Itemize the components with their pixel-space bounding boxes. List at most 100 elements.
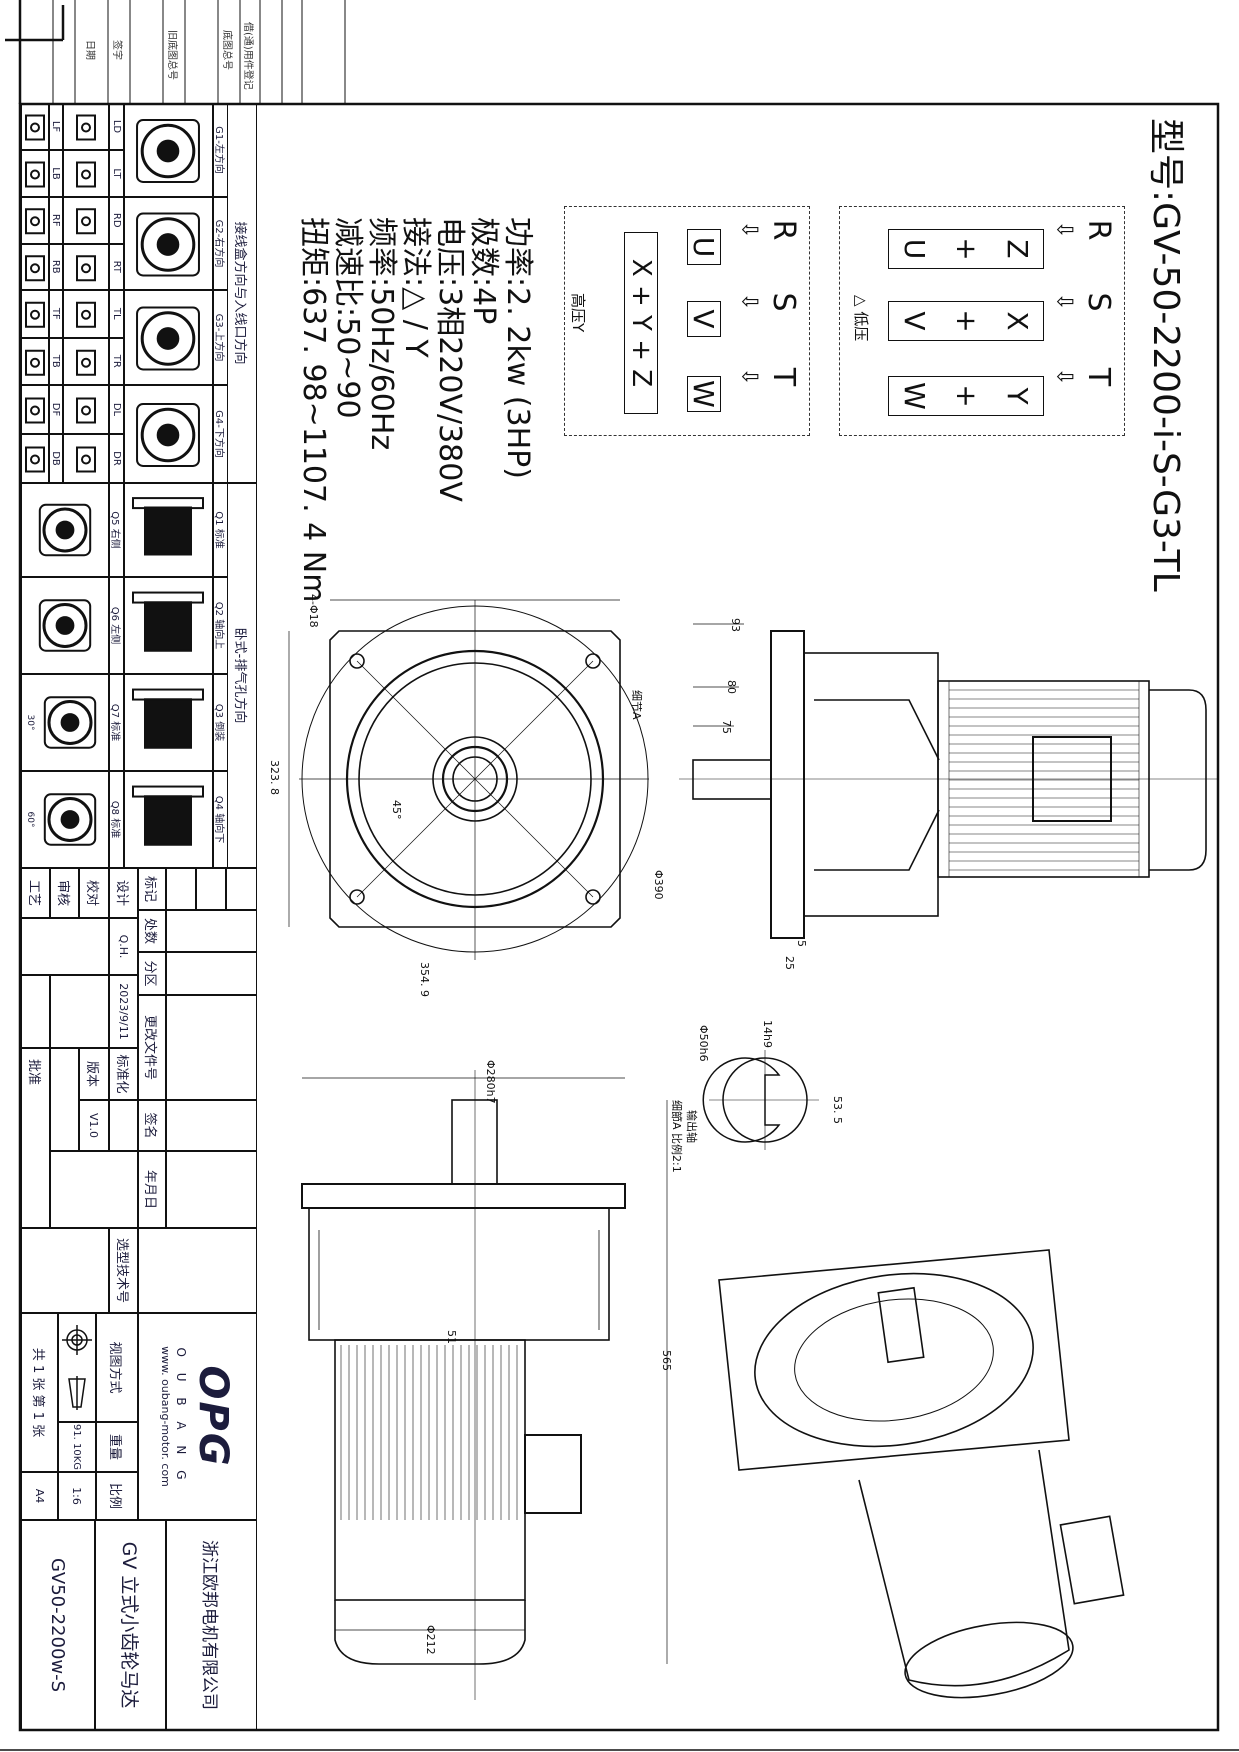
delta-wiring-box: R S T ⇦ ⇦ ⇦ Z+U X+V Y+W △ 低压 bbox=[839, 206, 1125, 436]
product-name: GV 立式小齿轮马达 bbox=[95, 1520, 166, 1730]
strip-date: 日期 bbox=[84, 40, 95, 60]
tb-mark: 标记 bbox=[138, 868, 166, 910]
arrow-icon: ⇦ bbox=[1056, 217, 1075, 243]
projection-cone-icon bbox=[68, 1376, 86, 1411]
delta-terminal-1: Z+U bbox=[888, 229, 1044, 269]
orientation-g-box bbox=[63, 150, 109, 197]
orientation-q-sub: Q5 右侧 bbox=[109, 483, 124, 577]
dim-323: 323. 8 bbox=[268, 760, 281, 795]
dim-detail-a: 细节A bbox=[630, 690, 643, 720]
delta-caption: △ 低压 bbox=[852, 295, 870, 342]
dim-565: 565 bbox=[660, 1350, 673, 1371]
junction-box-icon bbox=[25, 301, 45, 328]
line-t: T bbox=[1081, 367, 1116, 387]
orientation-g-drawing bbox=[124, 290, 213, 385]
orientation-g-drawing bbox=[124, 103, 213, 197]
tb-approve: 批准 bbox=[21, 1048, 50, 1228]
orientation-q-side-drawing bbox=[124, 577, 213, 674]
title-block-empty-cell bbox=[196, 868, 226, 910]
orientation-g-box bbox=[21, 243, 49, 290]
orientation-g-label: RD bbox=[109, 197, 124, 244]
junction-box-icon bbox=[76, 349, 96, 376]
junction-box-icon bbox=[25, 446, 45, 473]
orientation-q-sub: Q7 标准 bbox=[109, 674, 124, 771]
tb-design-date: 2023/9/11 bbox=[109, 975, 138, 1048]
model-title: 型号:GV-50-2200-i-S-G3-TL bbox=[1143, 118, 1195, 592]
title-block-empty-cell bbox=[109, 1100, 138, 1151]
orientation-q-front-drawing bbox=[21, 483, 109, 577]
orientation-g-label: TF bbox=[49, 290, 63, 338]
model-label: 型号: bbox=[1145, 118, 1186, 203]
tb-zone: 分区 bbox=[138, 952, 166, 995]
junction-box-icon bbox=[76, 301, 96, 328]
dim-53: 53. 5 bbox=[831, 1096, 844, 1124]
title-block-empty-cell bbox=[166, 1151, 257, 1228]
tb-view-method: 视图方式 bbox=[96, 1313, 138, 1422]
side-view bbox=[679, 623, 1219, 939]
tb-scale: 1:6 bbox=[58, 1472, 96, 1520]
title-block-empty-cell bbox=[226, 868, 257, 910]
orientation-g-box bbox=[21, 337, 49, 385]
orientation-g-label: LD bbox=[109, 103, 124, 150]
terminal: W bbox=[898, 382, 932, 410]
orientation-g-label: RT bbox=[109, 243, 124, 290]
junction-box-icon bbox=[76, 208, 96, 235]
dimension-labels: 4-Φ18 323. 8 354. 9 Φ390 细节A 45° 93 80 7… bbox=[268, 594, 844, 1655]
orientation-g-box bbox=[63, 290, 109, 338]
orientation-g-title: G3-上方向 bbox=[213, 290, 228, 385]
orientation-g-label: TB bbox=[49, 337, 63, 385]
strip-sign: 签字 bbox=[111, 40, 122, 60]
bottom-view-fins bbox=[340, 1345, 518, 1520]
tb-paper: A4 bbox=[21, 1472, 58, 1520]
shaft-note-1: 输出轴 bbox=[685, 1110, 699, 1143]
tb-selection-no: 选型技术号 bbox=[109, 1228, 138, 1313]
tb-version: V1.0 bbox=[79, 1100, 109, 1151]
orientation-g-label: LT bbox=[109, 150, 124, 197]
orientation-header-g: 接线盒方向与入线口方向 bbox=[227, 103, 257, 483]
dim-51: 51 bbox=[445, 1330, 458, 1344]
title-block-empty-cell bbox=[50, 975, 109, 1048]
line-s: S bbox=[766, 292, 801, 312]
junction-box-icon bbox=[25, 161, 45, 188]
tb-date: 年月日 bbox=[138, 1151, 166, 1228]
orientation-g-box bbox=[63, 243, 109, 290]
model-value: GV-50-2200-i-S-G3-TL bbox=[1145, 202, 1186, 592]
terminal: Z bbox=[1000, 239, 1034, 259]
logo-area: OPG O U B A N G www. oubang-motor. com bbox=[138, 1313, 257, 1520]
plus: + bbox=[949, 237, 983, 261]
orientation-g-box bbox=[63, 103, 109, 150]
tb-standard: 标准化 bbox=[109, 1048, 138, 1100]
orientation-q-title: Q3 倒装 bbox=[213, 674, 228, 771]
orientation-g-box bbox=[21, 290, 49, 338]
title-block-empty-cell bbox=[166, 910, 257, 952]
dim-holes: 4-Φ18 bbox=[307, 594, 320, 628]
plus: + bbox=[949, 384, 983, 408]
title-block-empty-cell bbox=[50, 1048, 79, 1151]
orientation-q-side-drawing bbox=[124, 483, 213, 577]
motor-orientation-icon bbox=[38, 503, 92, 557]
line-r: R bbox=[766, 219, 801, 241]
spec-frequency: 频率:50Hz/60Hz bbox=[364, 217, 399, 451]
junction-box-icon bbox=[76, 161, 96, 188]
isometric-view bbox=[718, 1249, 1125, 1699]
spec-torque: 扭矩:637. 98~1107. 4 Nm bbox=[296, 217, 331, 603]
spec-voltage: 电压:3相220V/380V bbox=[432, 217, 467, 502]
orientation-g-label: RF bbox=[49, 197, 63, 244]
arrow-icon: ⇦ bbox=[1056, 364, 1075, 390]
orientation-g-label: TL bbox=[109, 290, 124, 338]
dim-key: 14h9 bbox=[761, 1020, 774, 1048]
dim-25: 25 bbox=[783, 956, 796, 970]
title-block-empty-cell bbox=[166, 952, 257, 995]
orientation-g-label: DB bbox=[49, 434, 63, 483]
projection-symbols bbox=[58, 1313, 96, 1422]
line-t: T bbox=[766, 367, 801, 387]
orientation-g-box bbox=[21, 434, 49, 483]
dim-angle: 45° bbox=[390, 800, 403, 820]
title-block-empty-cell bbox=[138, 1228, 257, 1313]
orientation-g-box bbox=[21, 103, 49, 150]
orientation-q-side-drawing bbox=[124, 771, 213, 868]
company-name: 浙江欧邦电机有限公司 bbox=[166, 1520, 257, 1730]
orientation-g-box bbox=[21, 197, 49, 244]
motor-orientation-icon bbox=[136, 306, 201, 371]
spec-list: 功率:2. 2kw (3HP) 极数:4P 电压:3相220V/380V 接法:… bbox=[296, 217, 535, 603]
